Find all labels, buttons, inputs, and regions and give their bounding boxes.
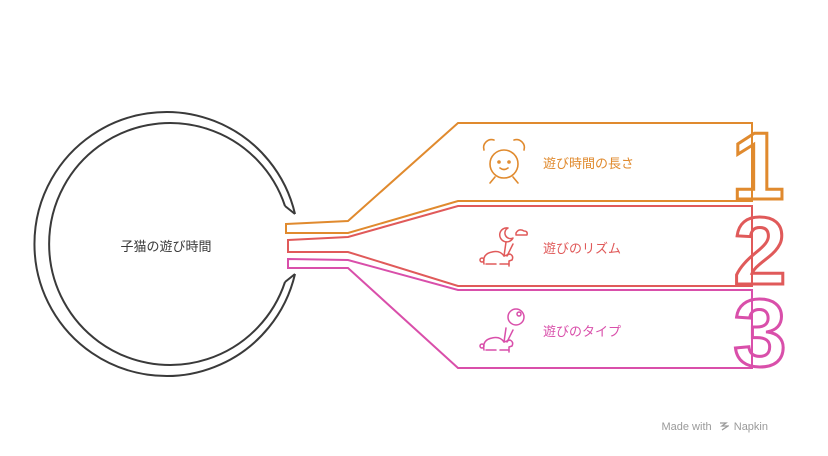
rabbit-moon-icon bbox=[479, 227, 528, 267]
item-1-label: 遊び時間の長さ bbox=[543, 157, 635, 172]
svg-text:1: 1 bbox=[731, 113, 784, 220]
napkin-credit[interactable]: Made with Napkin bbox=[661, 421, 768, 433]
number-1-mark: 1 bbox=[730, 112, 786, 222]
hub-title: 子猫の遊び時間 bbox=[120, 240, 212, 255]
svg-text:2: 2 bbox=[733, 198, 786, 305]
item-3-label: 遊びのタイプ bbox=[543, 325, 622, 340]
alarm-clock-icon bbox=[482, 138, 526, 184]
made-with-text: Made with bbox=[661, 421, 712, 433]
branch-3 bbox=[287, 257, 753, 369]
rabbit-ball-icon bbox=[479, 308, 525, 353]
number-2-mark: 2 bbox=[732, 197, 788, 307]
number-3-mark: 3 bbox=[732, 279, 788, 389]
napkin-brand-text: Napkin bbox=[733, 421, 768, 433]
item-2-label: 遊びのリズム bbox=[543, 242, 622, 257]
napkin-logo-icon bbox=[719, 422, 729, 431]
svg-text:3: 3 bbox=[733, 280, 786, 387]
branch-2 bbox=[287, 205, 753, 287]
hub-ring bbox=[33, 111, 296, 377]
branch-1 bbox=[285, 122, 753, 234]
